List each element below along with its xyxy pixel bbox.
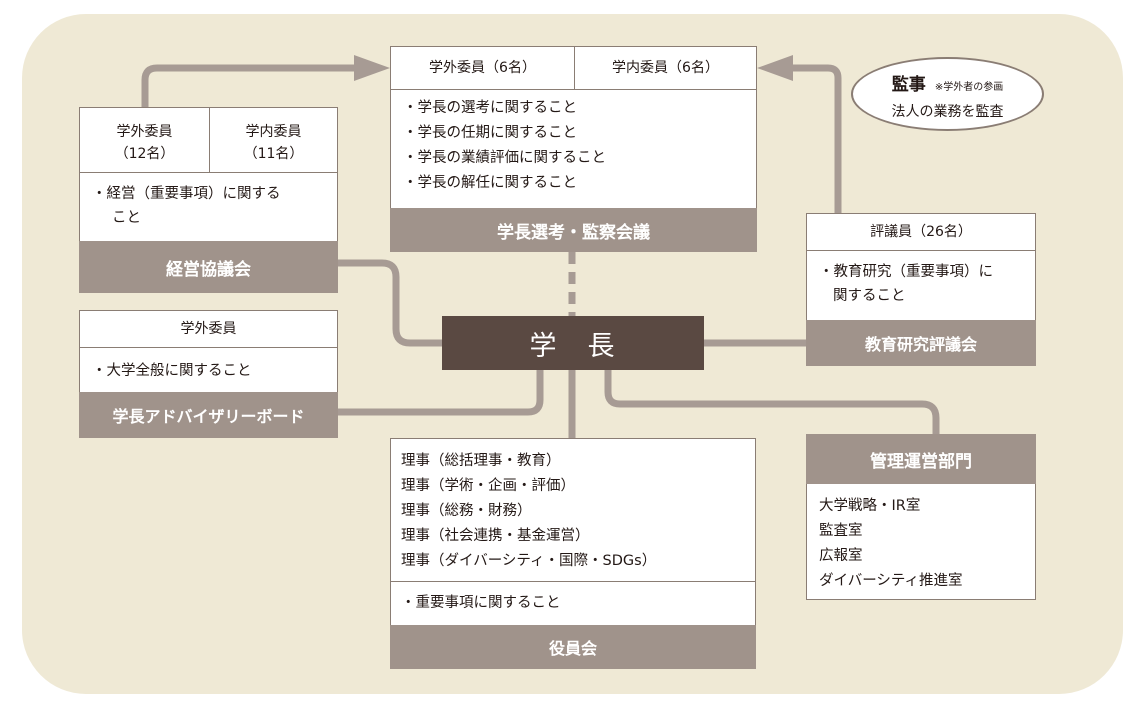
admin-division-box: 管理運営部門 大学戦略・IR室 監査室 広報室 ダイバーシティ推進室 [806,434,1036,600]
management-internal-members: 学内委員 （11名） [210,116,337,170]
admin-division-title: 管理運営部門 [806,434,1036,484]
duty-item: ・学長の業績評価に関すること [403,150,606,166]
duty-item: ・重要事項に関すること [401,595,561,611]
auditor-note: ※学外者の参画 [934,82,1004,93]
presidential-selection-box: 学外委員（6名） 学内委員（6名） ・学長の選考に関すること ・学長の任期に関す… [390,46,757,252]
duty-item: ・学長の任期に関すること [403,125,577,141]
selection-external-members: 学外委員（6名） [429,60,536,76]
advisory-board-title: 学長アドバイザリーボード [79,392,338,438]
management-council-title: 経営協議会 [79,241,338,293]
duty-item: 関すること [833,288,906,304]
director-item: 理事（社会連携・基金運営） [401,528,590,544]
divider [391,581,755,582]
directors-list: 理事（総括理事・教育） 理事（学術・企画・評価） 理事（総務・財務） 理事（社会… [401,449,656,574]
member-label: 学内委員 [245,124,302,140]
selection-internal-members: 学内委員（6名） [612,60,719,76]
member-count: （12名） [114,146,175,162]
director-item: 理事（総括理事・教育） [401,453,561,469]
divider [80,347,337,348]
arrow-head-left-to-selection [354,55,390,81]
member-label: 学外委員 [116,124,173,140]
divider [807,250,1035,251]
advisory-duties: ・大学全般に関すること [92,359,252,384]
duty-item: こと [112,210,141,226]
director-item: 理事（学術・企画・評価） [401,478,575,494]
arrow-head-right-to-selection [757,55,793,81]
education-research-council-box: 評議員（26名） ・教育研究（重要事項）に 関すること 教育研究評議会 [806,213,1036,366]
advisory-members: 学外委員 [180,321,237,337]
management-external-members: 学外委員 （12名） [80,116,209,170]
duty-item: ・学長の選考に関すること [403,100,577,116]
council-members: 評議員（26名） [870,224,972,240]
selection-duties: ・学長の選考に関すること ・学長の任期に関すること ・学長の業績評価に関すること… [403,96,606,196]
council-duties: ・教育研究（重要事項）に 関すること [819,260,993,308]
duty-item: ・教育研究（重要事項）に [819,264,993,280]
member-count: （11名） [243,146,304,162]
director-item: 理事（総務・財務） [401,503,532,519]
connector-advisory-to-president [338,370,544,416]
selection-member-divider [574,47,575,89]
auditor-title: 監事 [891,75,926,95]
auditor-duty: 法人の業務を監査 [891,104,1004,120]
board-duties: ・重要事項に関すること [401,591,561,616]
connector-management-to-president [338,259,442,347]
management-member-divider [209,108,210,172]
office-item: ダイバーシティ推進室 [819,573,963,589]
office-item: 監査室 [819,523,863,539]
management-council-box: 学外委員 （12名） 学内委員 （11名） ・経営（重要事項）に関する こと 経… [79,107,338,293]
auditor-heading: 監事 ※学外者の参画 [853,70,1042,95]
divider [80,172,337,173]
admin-offices: 大学戦略・IR室 監査室 広報室 ダイバーシティ推進室 [819,494,963,594]
director-item: 理事（ダイバーシティ・国際・SDGs） [401,553,657,569]
connector-management-to-selection [141,64,362,107]
duty-item: ・経営（重要事項）に関する [92,186,281,202]
president-box: 学 長 [442,316,704,370]
education-research-council-title: 教育研究評議会 [806,320,1036,366]
management-duties: ・経営（重要事項）に関する こと [92,182,281,230]
board-of-officers-box: 理事（総括理事・教育） 理事（学術・企画・評価） 理事（総務・財務） 理事（社会… [390,438,756,669]
board-of-officers-title: 役員会 [390,625,756,669]
divider [391,89,756,90]
duty-item: ・学長の解任に関すること [403,175,577,191]
advisory-board-box: 学外委員 ・大学全般に関すること 学長アドバイザリーボード [79,310,338,438]
duty-item: ・大学全般に関すること [92,363,252,379]
office-item: 広報室 [819,548,863,564]
office-item: 大学戦略・IR室 [819,498,921,514]
connector-council-to-selection [785,64,842,213]
auditor-ellipse: 監事 ※学外者の参画 法人の業務を監査 [851,57,1044,131]
selection-council-title: 学長選考・監察会議 [390,208,757,252]
connector-president-to-admin [604,370,940,434]
